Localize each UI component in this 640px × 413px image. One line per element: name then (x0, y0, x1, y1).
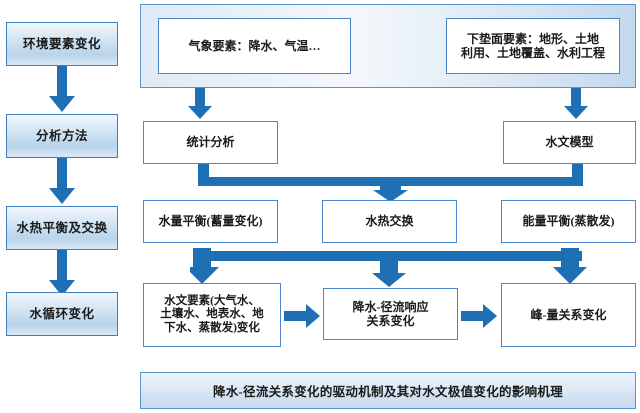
input-box-underlying-surface-factors: 下垫面要素：地形、土地 利用、土地覆盖、水利工程 (446, 18, 620, 74)
arrow-hydro-elements-to-rainfall-runoff (284, 303, 321, 329)
balance-label: 水量平衡(蓄量变化) (158, 214, 263, 229)
input-factors-panel: 气象要素：降水、气温… 下垫面要素：地形、土地 利用、土地覆盖、水利工程 (140, 4, 636, 88)
arrow-stage1-to-stage2 (47, 66, 77, 114)
input-label: 气象要素：降水、气温… (188, 38, 321, 53)
balance-box-water-balance: 水量平衡(蓄量变化) (143, 200, 278, 243)
balance-label: 能量平衡(蒸散发) (522, 214, 615, 229)
outcome-label: 水文要素(大气水、 土壤水、地表水、地 下水、蒸散发)变化 (160, 294, 264, 334)
stage-box-analysis-method: 分析方法 (6, 114, 118, 158)
stage-box-environmental-factors: 环境要素变化 (6, 22, 118, 66)
connector-methods-to-heat-exchange (198, 164, 583, 202)
outcome-box-peak-volume-relation: 峰-量关系变化 (501, 283, 636, 347)
stage-label: 水热平衡及交换 (16, 220, 108, 235)
method-box-statistical-analysis: 统计分析 (143, 121, 278, 164)
stage-label: 环境要素变化 (22, 36, 101, 51)
arrow-panel-to-hydrological-model (562, 88, 590, 121)
outcome-label: 峰-量关系变化 (530, 307, 607, 322)
connector-balance-to-outcomes (190, 243, 590, 287)
method-label: 统计分析 (186, 135, 235, 150)
input-label: 下垫面要素：地形、土地 利用、土地覆盖、水利工程 (460, 31, 605, 60)
outcome-label: 降水-径流响应 关系变化 (352, 299, 429, 328)
outcome-box-hydrological-elements: 水文要素(大气水、 土壤水、地表水、地 下水、蒸散发)变化 (143, 283, 281, 347)
stage-box-water-heat-balance: 水热平衡及交换 (6, 206, 118, 250)
method-label: 水文模型 (545, 135, 594, 150)
arrow-stage3-to-stage4 (47, 250, 77, 298)
outcome-box-rainfall-runoff-response: 降水-径流响应 关系变化 (323, 288, 458, 340)
stage-label: 水循环变化 (29, 306, 95, 321)
stage-box-water-cycle-change: 水循环变化 (6, 292, 118, 336)
balance-box-energy-balance: 能量平衡(蒸散发) (501, 200, 636, 243)
balance-label: 水热交换 (365, 214, 414, 229)
arrow-panel-to-statistical (186, 88, 214, 121)
balance-box-water-heat-exchange: 水热交换 (322, 200, 457, 243)
method-box-hydrological-model: 水文模型 (503, 121, 636, 164)
summary-banner-text: 降水-径流关系变化的驱动机制及其对水文极值变化的影响机理 (212, 385, 564, 399)
stage-label: 分析方法 (35, 128, 88, 143)
input-box-meteorological-factors: 气象要素：降水、气温… (158, 18, 351, 74)
arrow-rainfall-runoff-to-peak-volume (461, 303, 498, 329)
summary-banner: 降水-径流关系变化的驱动机制及其对水文极值变化的影响机理 (140, 372, 636, 409)
arrow-stage2-to-stage3 (47, 158, 77, 206)
